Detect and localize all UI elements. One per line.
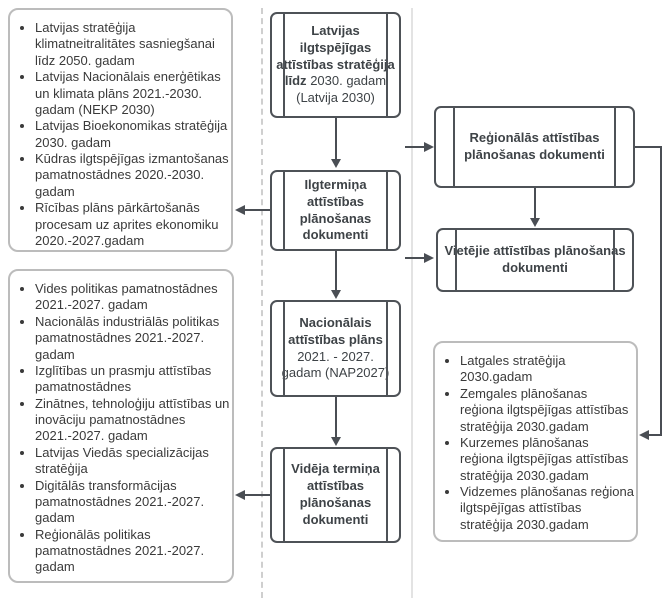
- bullet-list: Latvijas stratēģija klimatneitralitātes …: [18, 20, 229, 249]
- list-item: Vidzemes plānošanas reģiona ilgtspējīgas…: [460, 484, 634, 533]
- process-bar-left-icon: [453, 107, 455, 187]
- node-label: Vietējie attīstības plānošanas dokumenti: [444, 243, 626, 275]
- list-item: Digitālās transformācijas pamatnostādnes…: [35, 478, 230, 527]
- process-bar-right-icon: [386, 301, 388, 396]
- list-item: Zemgales plānošanas reģiona ilgtspējīgas…: [460, 386, 634, 435]
- process-bar-right-icon: [386, 171, 388, 250]
- lane-divider-solid: [411, 8, 413, 598]
- list-item: Latvijas Nacionālais enerģētikas un klim…: [35, 69, 229, 118]
- process-bar-right-icon: [613, 229, 615, 291]
- bullet-list: Vides politikas pamatnostādnes 2021.-202…: [18, 281, 230, 576]
- node-label: Reģionālās attīstības plānošanas dokumen…: [464, 130, 605, 162]
- list-item: Kūdras ilgtspējīgas izmantošanas pamatno…: [35, 151, 229, 200]
- list-item: Izglītības un prasmju attīstības pamatno…: [35, 363, 230, 396]
- process-bar-right-icon: [386, 448, 388, 542]
- list-item: Nacionālās industriālās politikas pamatn…: [35, 314, 230, 363]
- node-label-bold: Nacionālais attīstības plāns: [288, 314, 383, 347]
- bullet-list: Latgales stratēģija 2030.gadam Zemgales …: [443, 353, 634, 533]
- list-item: Latvijas Viedās specializācijas stratēģi…: [35, 445, 230, 478]
- list-item: Reģionālās politikas pamatnostādnes 2021…: [35, 527, 230, 576]
- list-item: Kurzemes plānošanas reģiona ilgtspējīgas…: [460, 435, 634, 484]
- process-bar-left-icon: [283, 448, 285, 542]
- node-label: Vidēja termiņa attīstības plānošanas dok…: [272, 459, 399, 531]
- process-bar-right-icon: [386, 13, 388, 117]
- list-item: Zinātnes, tehnoloģiju attīstības un inov…: [35, 396, 230, 445]
- node-vietejie-dokumenti: Vietējie attīstības plānošanas dokumenti: [436, 228, 634, 292]
- list-regional-strategies: Latgales stratēģija 2030.gadam Zemgales …: [433, 341, 638, 542]
- list-national-midterm-docs: Vides politikas pamatnostādnes 2021.-202…: [8, 269, 234, 583]
- node-label-bold: Ilgtermiņa attīstības plānošanas dokumen…: [299, 176, 372, 243]
- process-bar-left-icon: [283, 13, 285, 117]
- node-label-rest: 2030. gadam (Latvija 2030): [296, 73, 387, 106]
- node-nap2027: Nacionālais attīstības plāns 2021. - 202…: [270, 300, 401, 397]
- list-item: Rīcības plāns pārkārtošanās procesam uz …: [35, 200, 229, 249]
- node-label: Ilgtermiņa attīstības plānošanas dokumen…: [272, 175, 399, 247]
- node-latvija2030: Latvijas ilgtspējīgas attīstības stratēģ…: [270, 12, 401, 118]
- node-label: Nacionālais attīstības plāns 2021. - 202…: [272, 313, 399, 385]
- process-bar-left-icon: [283, 301, 285, 396]
- node-label-bold: Latvijas ilgtspējīgas attīstības stratēģ…: [276, 22, 395, 89]
- list-item: Latvijas stratēģija klimatneitralitātes …: [35, 20, 229, 69]
- node-label: Latvijas ilgtspējīgas attīstības stratēģ…: [272, 21, 399, 109]
- process-bar-left-icon: [455, 229, 457, 291]
- list-item: Vides politikas pamatnostādnes 2021.-202…: [35, 281, 230, 314]
- lane-divider-dashed: [261, 8, 263, 598]
- list-national-longterm-docs: Latvijas stratēģija klimatneitralitātes …: [8, 8, 233, 252]
- node-regionalas-dokumenti: Reģionālās attīstības plānošanas dokumen…: [434, 106, 635, 188]
- list-item: Latgales stratēģija 2030.gadam: [460, 353, 634, 386]
- process-bar-right-icon: [614, 107, 616, 187]
- node-label-bold: Vidēja termiņa attīstības plānošanas dok…: [291, 461, 380, 527]
- node-ilgtermina-dokumenti: Ilgtermiņa attīstības plānošanas dokumen…: [270, 170, 401, 251]
- list-item: Latvijas Bioekonomikas stratēģija 2030. …: [35, 118, 229, 151]
- process-bar-left-icon: [283, 171, 285, 250]
- node-label-rest: 2021. - 2027. gadam (NAP2027): [281, 348, 390, 381]
- node-videja-termina-dokumenti: Vidēja termiņa attīstības plānošanas dok…: [270, 447, 401, 543]
